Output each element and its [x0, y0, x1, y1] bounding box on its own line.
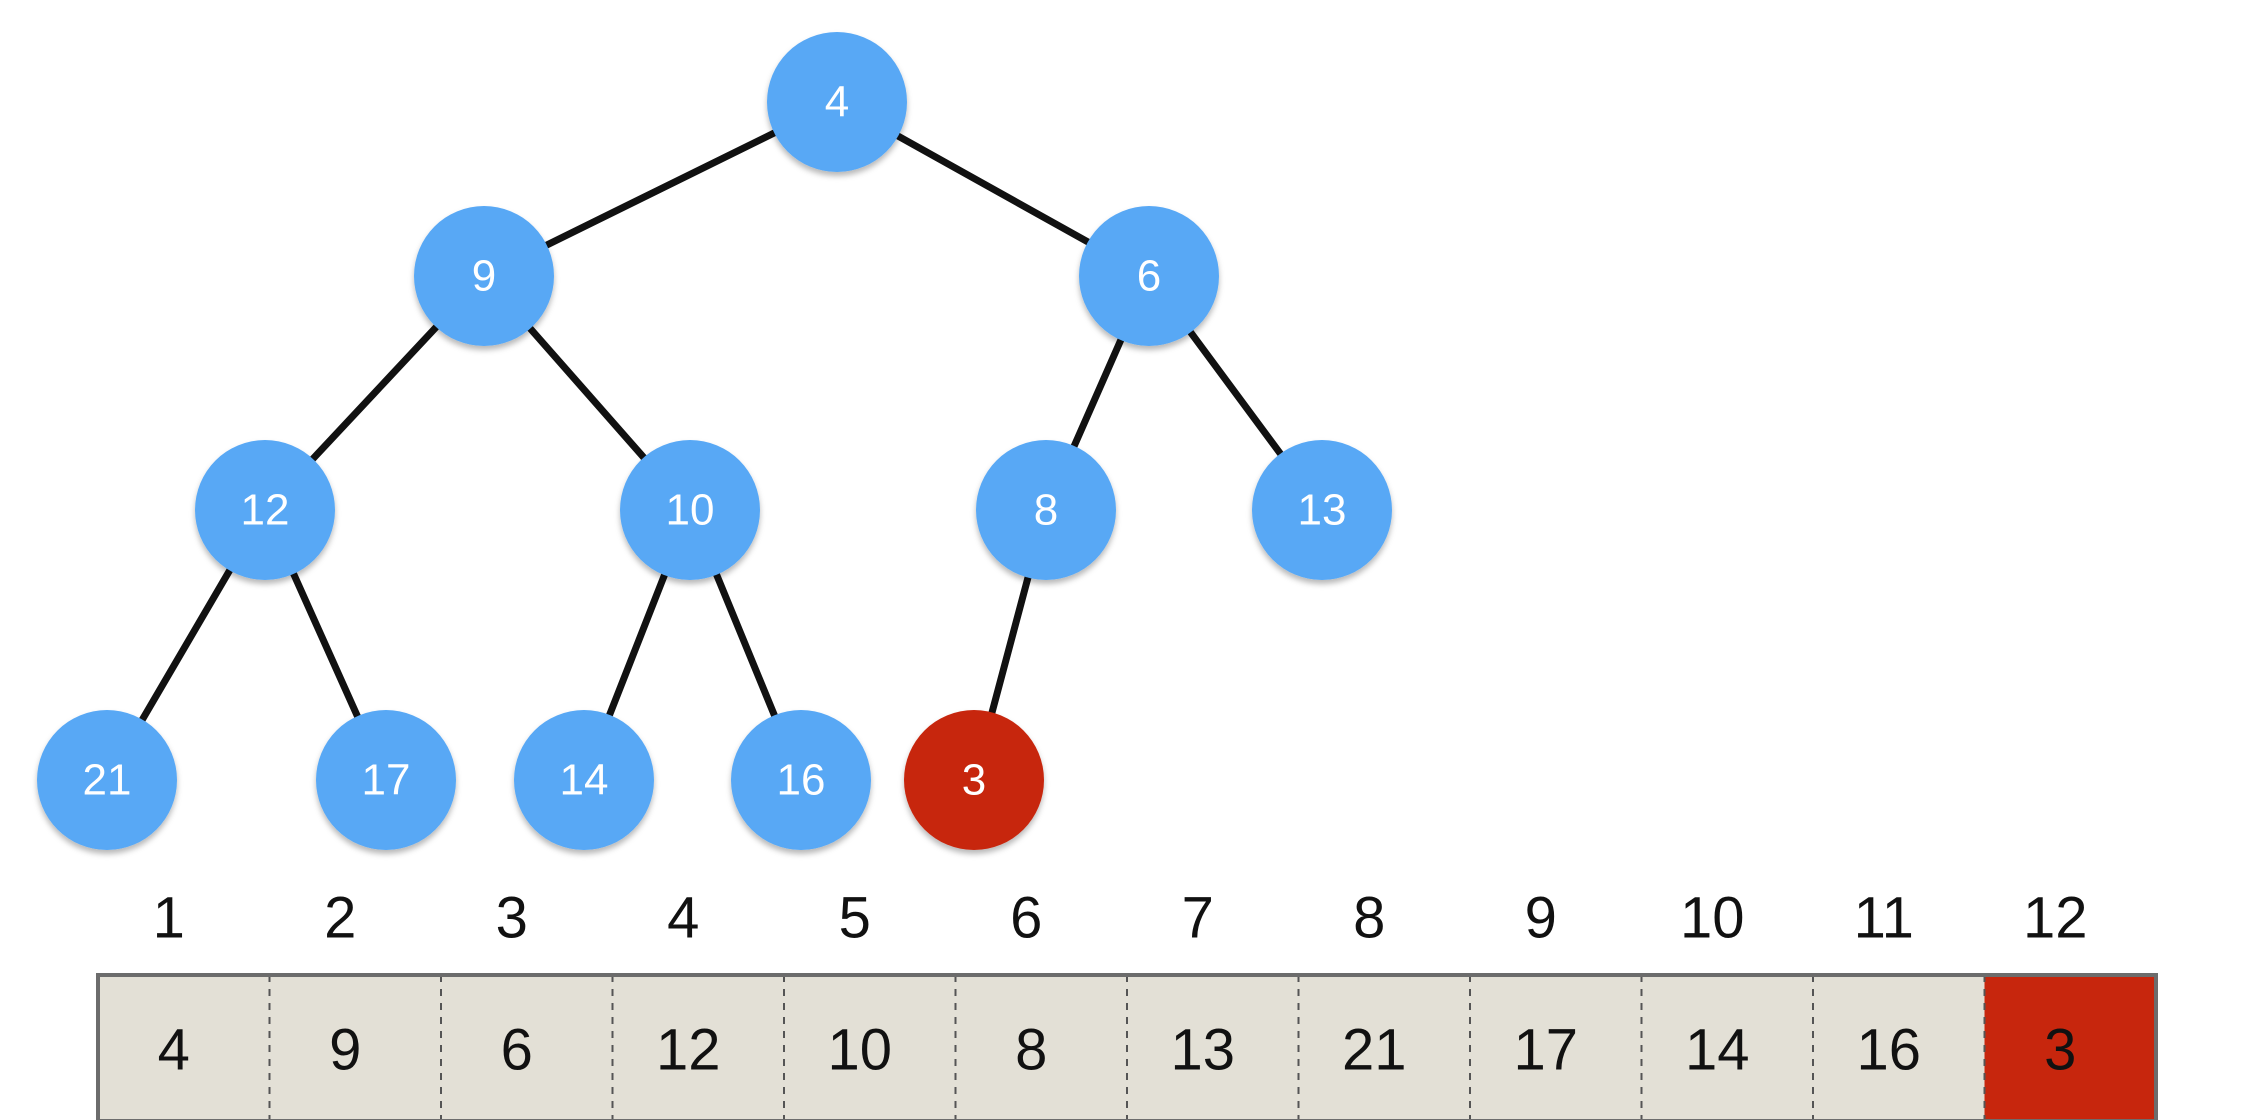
- array-cell-value: 10: [827, 1018, 892, 1083]
- array-cell-highlighted: 3: [1984, 975, 2156, 1120]
- tree-node-label: 12: [241, 486, 290, 535]
- tree-node-label: 3: [962, 756, 986, 805]
- array-border: [96, 973, 2158, 1120]
- array-cell: 10: [784, 975, 956, 1120]
- array-cell: 21: [1298, 975, 1470, 1120]
- array-cell-background: [784, 975, 956, 1120]
- tree-node-label: 17: [362, 756, 411, 805]
- array-cell: 8: [955, 975, 1127, 1120]
- heap-array: 4 9 6 12 10 8 13 21 17 14 16 3: [96, 973, 2158, 1120]
- array-index-label: 12: [2023, 886, 2088, 951]
- array-cell-background: [612, 975, 784, 1120]
- array-cell: 4: [98, 975, 270, 1120]
- tree-node-highlighted: 3: [904, 710, 1044, 850]
- array-index-label: 3: [496, 886, 528, 951]
- array-cell-value: 4: [158, 1018, 190, 1083]
- tree-node-circle: [1252, 440, 1392, 580]
- tree-node-label: 6: [1137, 252, 1161, 301]
- tree-nodes: 4 9 6 12 10 8 13 21 17 14 16 3: [37, 32, 1392, 850]
- tree-node-circle: [195, 440, 335, 580]
- tree-node-label: 21: [83, 756, 132, 805]
- array-index-label: 10: [1680, 886, 1745, 951]
- array-index-label: 9: [1525, 886, 1557, 951]
- array-cell-value: 12: [656, 1018, 721, 1083]
- tree-node-circle: [620, 440, 760, 580]
- array-cell-value: 14: [1685, 1018, 1750, 1083]
- tree-node-label: 13: [1298, 486, 1347, 535]
- tree-node: 14: [514, 710, 654, 850]
- tree-node-circle: [1079, 206, 1219, 346]
- array-cell-value: 13: [1170, 1018, 1235, 1083]
- array-cell: 14: [1641, 975, 1813, 1120]
- array-cell-background: [269, 975, 441, 1120]
- array-cell-value: 21: [1342, 1018, 1407, 1083]
- tree-node-circle: [731, 710, 871, 850]
- array-index-label: 2: [324, 886, 356, 951]
- tree-node: 17: [316, 710, 456, 850]
- tree-edges: [103, 98, 1326, 784]
- array-cell-background: [1298, 975, 1470, 1120]
- tree-node-label: 14: [560, 756, 609, 805]
- tree-node-label: 8: [1034, 486, 1058, 535]
- array-cell-background: [1641, 975, 1813, 1120]
- tree-node-label: 16: [777, 756, 826, 805]
- tree-node-circle: [414, 206, 554, 346]
- tree-node-circle: [514, 710, 654, 850]
- array-cell-value: 6: [501, 1018, 533, 1083]
- tree-node: 16: [731, 710, 871, 850]
- array-cell-background: [1470, 975, 1642, 1120]
- array-cell-value: 9: [329, 1018, 361, 1083]
- tree-node: 9: [414, 206, 554, 346]
- tree-node-circle: [904, 710, 1044, 850]
- array-index-label: 1: [153, 886, 185, 951]
- tree-node-circle: [767, 32, 907, 172]
- tree-node: 8: [976, 440, 1116, 580]
- array-cell: 6: [441, 975, 613, 1120]
- array-cell-background: [98, 975, 270, 1120]
- tree-node-label: 4: [825, 78, 849, 127]
- array-cell-background: [1127, 975, 1299, 1120]
- array-cell-background: [1984, 975, 2156, 1120]
- array-cell: 16: [1813, 975, 1985, 1120]
- array-cell: 12: [612, 975, 784, 1120]
- tree-node-label: 10: [666, 486, 715, 535]
- tree-node: 6: [1079, 206, 1219, 346]
- array-cell-background: [955, 975, 1127, 1120]
- array-cell: 17: [1470, 975, 1642, 1120]
- tree-node-circle: [976, 440, 1116, 580]
- array-cell-value: 16: [1856, 1018, 1921, 1083]
- array-index-label: 5: [839, 886, 871, 951]
- tree-node: 13: [1252, 440, 1392, 580]
- tree-node: 21: [37, 710, 177, 850]
- array-cell-background: [441, 975, 613, 1120]
- tree-node-circle: [316, 710, 456, 850]
- tree-node: 10: [620, 440, 760, 580]
- array-cell: 13: [1127, 975, 1299, 1120]
- array-index-label: 11: [1854, 886, 1914, 951]
- array-cell: 9: [269, 975, 441, 1120]
- array-cell-value: 3: [2044, 1018, 2076, 1083]
- array-cell-value: 8: [1015, 1018, 1047, 1083]
- tree-node: 12: [195, 440, 335, 580]
- tree-node-circle: [37, 710, 177, 850]
- array-cell-background: [1813, 975, 1985, 1120]
- array-index-label: 6: [1010, 886, 1042, 951]
- tree-node: 4: [767, 32, 907, 172]
- array-index-label: 7: [1182, 886, 1214, 951]
- array-index-label: 4: [667, 886, 699, 951]
- tree-node-label: 9: [472, 252, 496, 301]
- array-index-label: 8: [1353, 886, 1385, 951]
- array-cell-value: 17: [1513, 1018, 1578, 1083]
